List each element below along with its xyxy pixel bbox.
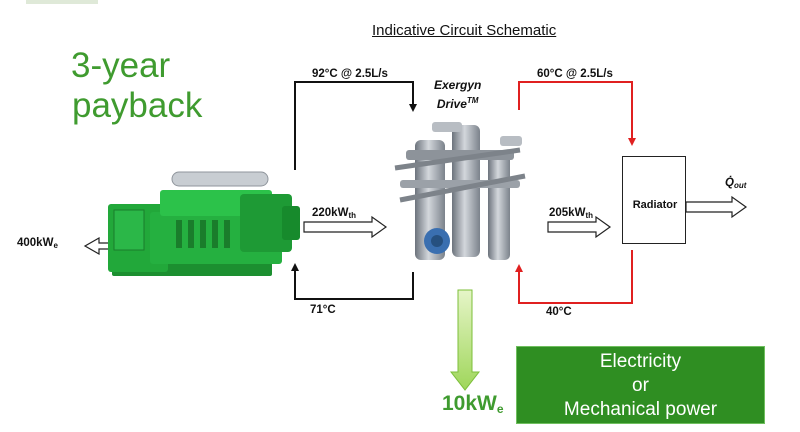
cold-return-pipe (291, 263, 414, 300)
generator-set-image (108, 171, 300, 276)
heat-input-arrow (303, 215, 388, 239)
heat-rejected-label: 205kWth (549, 207, 593, 220)
heat-input-label: 220kWth (312, 207, 356, 220)
power-output-label: 10kWe (442, 392, 504, 416)
heat-rejected-arrow (547, 215, 612, 239)
radiator-return-label: 40°C (546, 306, 572, 318)
hot-supply-label: 92°C @ 2.5L/s (312, 68, 388, 80)
headline-line-2: payback (72, 86, 203, 125)
schematic-title: Indicative Circuit Schematic (372, 22, 557, 39)
hot-supply-pipe (294, 81, 417, 170)
output-line-1: Electricity (599, 351, 682, 372)
cold-return-label: 71°C (310, 304, 336, 316)
slide-corner-tab (26, 0, 98, 4)
headline-line-1: 3-year (71, 46, 171, 85)
engine-output-label: 400kWe (17, 237, 58, 250)
device-subname: DriveTM (436, 96, 479, 111)
radiator-return-pipe (515, 250, 633, 304)
output-box (516, 346, 765, 424)
heat-out-label: Q̇out (725, 177, 747, 190)
radiator-supply-label: 60°C @ 2.5L/s (537, 68, 613, 80)
engine-output-arrow (83, 236, 113, 256)
output-line-3: Mechanical power (563, 399, 718, 420)
power-output-arrow (449, 289, 481, 391)
exergyn-drive-image (394, 122, 526, 260)
exergyn-drive-label: Exergyn DriveTM (434, 78, 481, 112)
radiator-supply-pipe (518, 81, 636, 146)
device-name: Exergyn (434, 78, 482, 92)
heat-out-arrow (685, 195, 748, 219)
output-box-text: Electricity or Mechanical power (516, 350, 765, 422)
radiator-label: Radiator (632, 199, 678, 211)
radiator-box (622, 156, 686, 244)
output-line-2: or (632, 375, 649, 396)
